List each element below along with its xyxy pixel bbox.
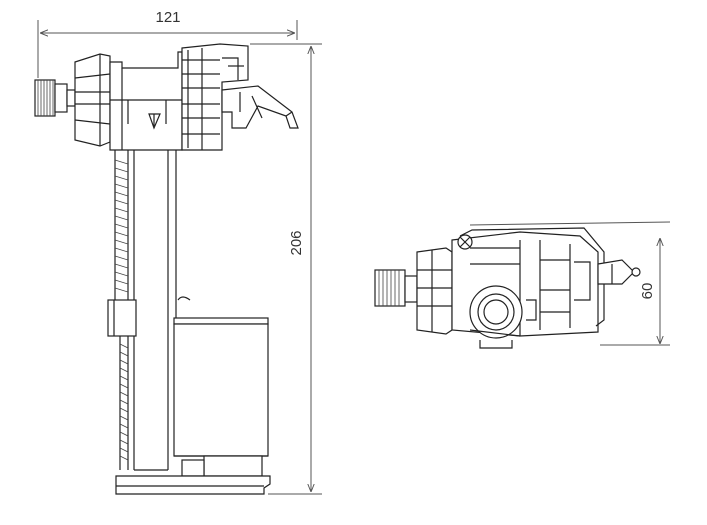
height-dimension: 206 xyxy=(250,43,322,495)
top-view-nut xyxy=(416,247,453,335)
float-arm-housing xyxy=(181,43,249,151)
top-view-height-label: 60 xyxy=(639,283,656,300)
valve-base xyxy=(115,455,271,495)
top-view-arm-tip xyxy=(597,259,641,285)
top-view-body xyxy=(451,227,605,349)
vertical-tube xyxy=(133,150,177,470)
top-view-threaded-inlet xyxy=(374,269,418,307)
width-dimension: 121 xyxy=(37,9,298,78)
lock-nut xyxy=(74,53,111,147)
fill-valve-side-view xyxy=(34,43,299,495)
width-dimension-label: 121 xyxy=(155,9,180,26)
lever-arm xyxy=(221,85,299,129)
height-dimension-label: 206 xyxy=(288,230,305,255)
threaded-inlet-connector xyxy=(34,79,76,117)
valve-head-body xyxy=(109,51,183,151)
float-cup xyxy=(173,296,269,457)
adjustment-rack xyxy=(114,150,129,300)
fill-valve-top-view: 60 xyxy=(374,221,671,349)
lower-rack xyxy=(107,299,137,470)
top-view-height-dimension: 60 xyxy=(639,238,660,344)
